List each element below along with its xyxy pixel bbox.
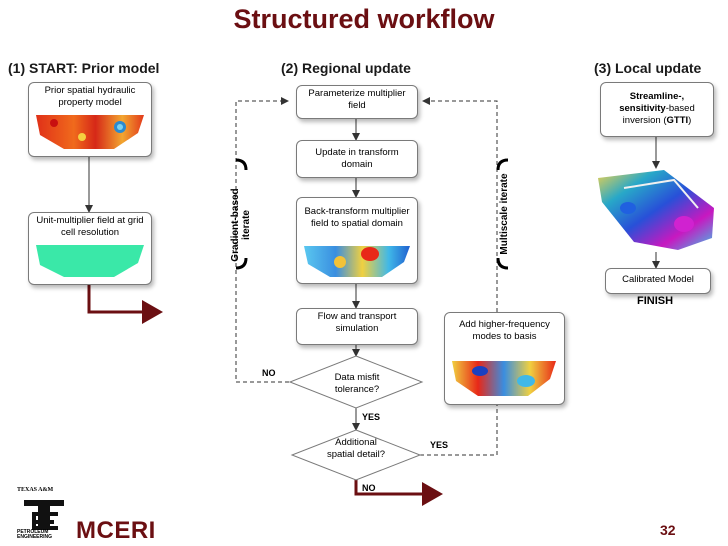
- back-transform-map: [304, 246, 410, 277]
- logo-top-text: TEXAS A&M: [17, 487, 54, 493]
- multiscale-iterate-label: Multiscale iterate: [499, 173, 510, 255]
- gtti-label: Streamline-, sensitivity-based inversion…: [601, 83, 713, 127]
- update-transform-box: Update in transform domain: [296, 140, 418, 178]
- logo-bottom-text-2: ENGINEERING: [17, 534, 53, 540]
- gradient-curl-top: [235, 158, 248, 171]
- gtti-text-2: sensitivity: [619, 103, 666, 114]
- column-regional-heading: (2) Regional update: [281, 60, 411, 76]
- finish-label: FINISH: [637, 295, 674, 307]
- unit-multiplier-label: Unit-multiplier field at grid cell resol…: [36, 215, 144, 238]
- calibrated-model-label: Calibrated Model: [622, 274, 694, 285]
- unit-multiplier-map: [36, 245, 144, 277]
- arrow-start-to-regional: [87, 283, 163, 324]
- slide-title: Structured workflow: [233, 4, 495, 34]
- gradient-iterate-text-2: iterate: [241, 210, 252, 241]
- update-transform-label: Update in transform domain: [315, 147, 399, 170]
- footer-bar: [0, 512, 728, 546]
- parameterize-box: Parameterize multiplier field: [296, 85, 418, 119]
- no-misfit-label: NO: [262, 368, 276, 378]
- multiscale-curl-top: [496, 158, 509, 171]
- yes-detail-label: YES: [430, 440, 449, 450]
- logo-bottom-text: PETROLEUM ENGINEERING: [17, 530, 52, 540]
- back-transform-label: Back-transform multiplier field to spati…: [304, 206, 410, 229]
- detail-diamond: [290, 429, 422, 481]
- logo-bottom-text-1: PETROLEUM: [17, 529, 49, 535]
- mceri-label: MCERI: [76, 517, 156, 544]
- calibrated-model-box: Calibrated Model: [605, 268, 711, 294]
- column-start-heading: (1) START: Prior model: [8, 60, 160, 76]
- gradient-iterate-text-1: Gradient-based: [230, 188, 241, 262]
- back-transform-box: Back-transform multiplier field to spati…: [296, 197, 418, 284]
- add-modes-label: Add higher-frequency modes to basis: [459, 319, 550, 342]
- detail-decision-label: Additional spatial detail?: [326, 437, 386, 460]
- gradient-iterate-label: Gradient-based iterate: [230, 175, 254, 275]
- no-detail-label: NO: [362, 483, 376, 493]
- multiscale-curl-bottom: [496, 257, 509, 270]
- gradient-loop-line: [235, 97, 289, 383]
- page-number: 32: [660, 522, 676, 538]
- add-modes-map: [452, 361, 556, 396]
- flow-transport-label: Flow and transport simulation: [317, 311, 397, 334]
- gtti-text-4: GTTI: [666, 115, 689, 126]
- multiscale-loop-upper: [422, 97, 498, 312]
- arrow-finish-to-local: [354, 478, 443, 506]
- gtti-text-3: -based inversion (: [622, 103, 695, 126]
- multiscale-loop-lower: [420, 403, 498, 456]
- yes-misfit-label: YES: [362, 412, 381, 422]
- prior-model-label: Prior spatial hydraulic property model: [44, 85, 136, 108]
- gtti-text-1: Streamline-,: [629, 91, 685, 102]
- add-modes-box: Add higher-frequency modes to basis: [444, 312, 565, 405]
- tamu-pe-logo: [18, 488, 68, 538]
- parameterize-label: Parameterize multiplier field: [308, 88, 406, 111]
- unit-multiplier-box: Unit-multiplier field at grid cell resol…: [28, 212, 152, 285]
- misfit-diamond: [288, 355, 424, 409]
- gtti-box: Streamline-, sensitivity-based inversion…: [600, 82, 714, 137]
- flow-transport-box: Flow and transport simulation: [296, 308, 418, 345]
- calibrated-3d-map: [598, 170, 714, 250]
- gtti-text-5: ): [688, 115, 692, 126]
- misfit-decision-label: Data misfit tolerance?: [334, 372, 380, 395]
- column-local-heading: (3) Local update: [594, 60, 702, 76]
- gradient-curl-bottom: [235, 257, 248, 270]
- prior-model-map: [36, 115, 144, 149]
- prior-model-box: Prior spatial hydraulic property model: [28, 82, 152, 157]
